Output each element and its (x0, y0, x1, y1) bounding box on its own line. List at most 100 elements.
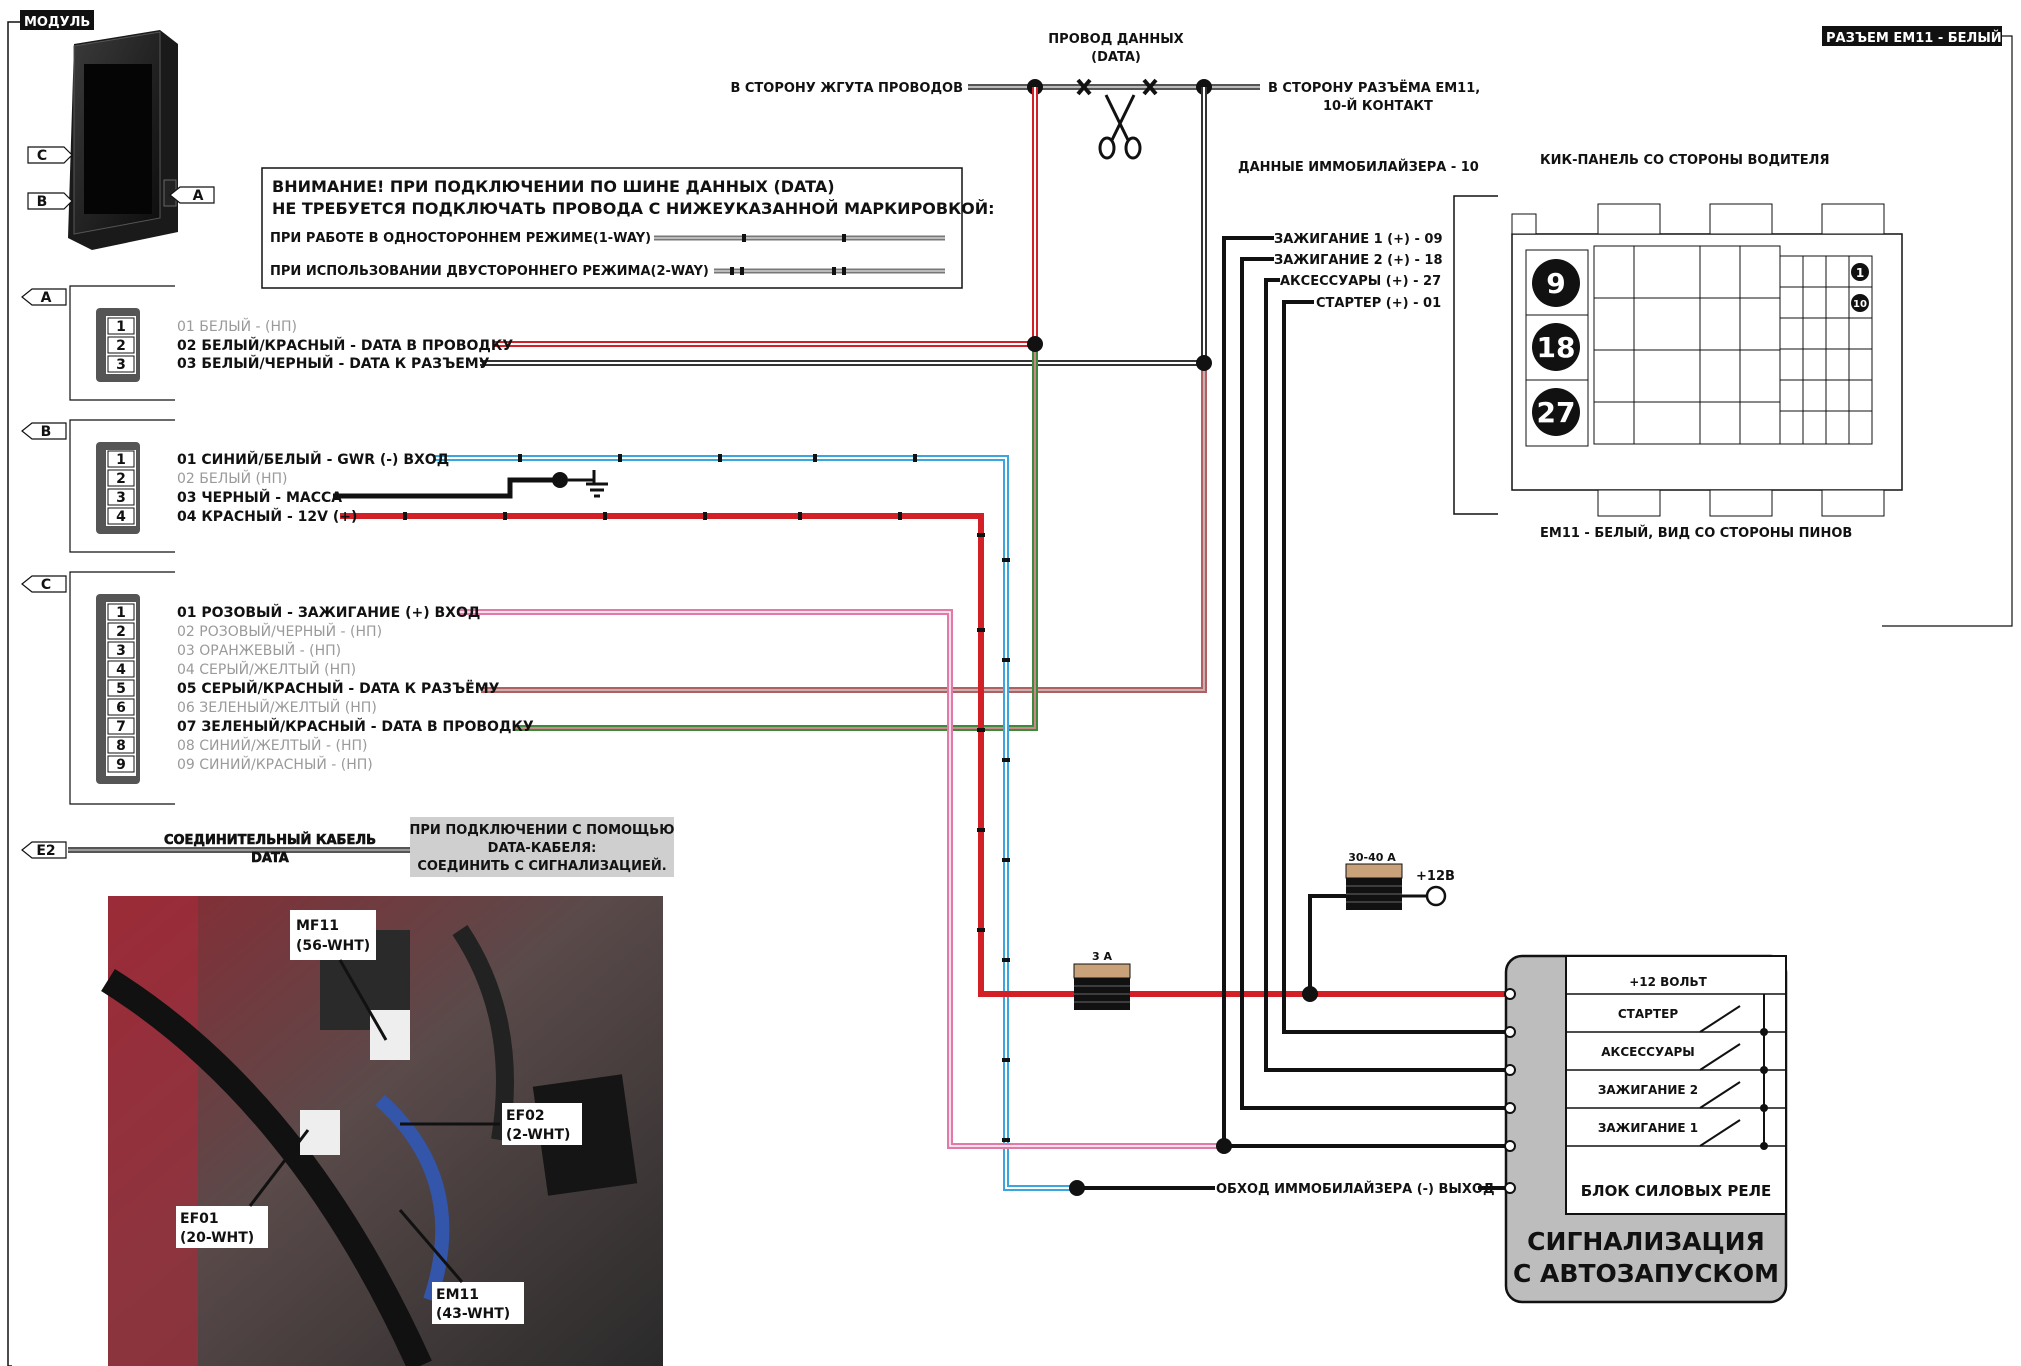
port-tag-b: B (37, 194, 48, 210)
relay-starter: СТАРТЕР (1618, 1007, 1678, 1021)
em11-pin-9: 9 (1546, 267, 1565, 300)
em11-tag: РАЗЪЕМ EM11 - БЕЛЫЙ (1826, 30, 2002, 46)
e2-cable-label-2: DATA (251, 851, 289, 866)
em11-wire-starter: СТАРТЕР (+) - 01 (1316, 296, 1441, 311)
immo-data-label: ДАННЫЕ ИММОБИЛАЙЗЕРА - 10 (1238, 159, 1479, 175)
connector-c-tag: C (41, 577, 51, 593)
photo-label-em11: EM11 (436, 1287, 479, 1303)
wire-c-02: 02 РОЗОВЫЙ/ЧЕРНЫЙ - (НП) (177, 622, 382, 640)
em11-wire-ign2: ЗАЖИГАНИЕ 2 (+) - 18 (1274, 253, 1443, 268)
wire-c-06: 06 ЗЕЛЕНЫЙ/ЖЕЛТЫЙ (НП) (177, 698, 377, 716)
pin-a-3: 3 (116, 357, 126, 373)
wire-b-04: 04 КРАСНЫЙ - 12V (+) (177, 508, 357, 525)
photo-label-em11-sub: (43-WHT) (436, 1306, 510, 1322)
relay-ign1: ЗАЖИГАНИЕ 1 (1598, 1121, 1698, 1135)
em11-pin-10: 10 (1853, 299, 1867, 310)
em11-pin-1: 1 (1856, 266, 1864, 280)
wire-b-02: 02 БЕЛЫЙ (НП) (177, 469, 288, 487)
photo-label-ef02: EF02 (506, 1108, 545, 1124)
warning-line-2: НЕ ТРЕБУЕТСЯ ПОДКЛЮЧАТЬ ПРОВОДА С НИЖЕУК… (272, 199, 995, 218)
pin-c-9: 9 (116, 757, 126, 773)
bypass-label: ОБХОД ИММОБИЛАЙЗЕРА (-) ВЫХОД (1216, 1181, 1495, 1197)
scissors-icon (1098, 94, 1142, 160)
data-wire-right-label-1: В СТОРОНУ РАЗЪЁМА EM11, (1268, 80, 1480, 96)
ground-icon (568, 470, 608, 498)
e2-section: E2 СОЕДИНИТЕЛЬНЫЙ КАБЕЛЬ DATA ПРИ ПОДКЛЮ… (21, 817, 675, 877)
fuse-30-40a: 30-40 А +12В (1345, 851, 1455, 910)
photo-label-mf11: MF11 (296, 918, 339, 934)
relay-plus12: +12 ВОЛЬТ (1629, 975, 1707, 989)
data-wire-title-2: (DATA) (1091, 50, 1141, 65)
pin-b-1: 1 (116, 452, 126, 468)
pin-a-1: 1 (116, 319, 126, 335)
alarm-unit: +12 ВОЛЬТ СТАРТЕР АКСЕССУАРЫ ЗАЖИГАНИЕ 2… (1504, 954, 1788, 1304)
wire-c-01: 01 РОЗОВЫЙ - ЗАЖИГАНИЕ (+) ВХОД (177, 604, 480, 621)
wire-b-03: 03 ЧЕРНЫЙ - МАССА (177, 489, 342, 506)
module-frame: МОДУЛЬ (7, 10, 94, 1366)
alarm-title-2: С АВТОЗАПУСКОМ (1513, 1259, 1779, 1288)
em11-wire-ign1: ЗАЖИГАНИЕ 1 (+) - 09 (1274, 232, 1443, 247)
port-tag-a: A (193, 188, 204, 204)
wire-b-01: 01 СИНИЙ/БЕЛЫЙ - GWR (-) ВХОД (177, 451, 449, 468)
connector-c-pins: 1 2 3 4 5 6 7 8 9 01 РОЗОВЫЙ - ЗАЖИГАНИЕ… (107, 603, 534, 773)
em11-pin-27: 27 (1537, 396, 1576, 429)
pin-b-4: 4 (116, 509, 126, 525)
connector-a: A (21, 285, 175, 401)
connector-b: B (21, 419, 175, 553)
wire-c-04: 04 СЕРЫЙ/ЖЕЛТЫЙ (НП) (177, 660, 356, 678)
photo-label-ef01-sub: (20-WHT) (180, 1230, 254, 1246)
oneway-label: ПРИ РАБОТЕ В ОДНОСТОРОННЕМ РЕЖИМЕ(1-WAY) (270, 231, 651, 246)
kick-panel-photo: MF11 (56-WHT) EF02 (2-WHT) EF01 (20-WHT)… (101, 896, 663, 1366)
pin-c-7: 7 (116, 719, 126, 735)
connector-a-pins: 1 2 3 01 БЕЛЫЙ - (НП) 02 БЕЛЫЙ/КРАСНЫЙ -… (107, 317, 513, 373)
pin-c-1: 1 (116, 605, 126, 621)
data-wire-right-label-2: 10-Й КОНТАКТ (1323, 98, 1433, 114)
twoway-label: ПРИ ИСПОЛЬЗОВАНИИ ДВУСТОРОННЕГО РЕЖИМА(2… (270, 264, 709, 279)
module-port-tags: C B A (27, 146, 215, 210)
wire-c-07: 07 ЗЕЛЕНЫЙ/КРАСНЫЙ - DATA В ПРОВОДКУ (177, 718, 534, 735)
e2-note-2: DATA-КАБЕЛЯ: (488, 841, 597, 856)
relay-accessories: АКСЕССУАРЫ (1601, 1045, 1694, 1059)
warning-box: ВНИМАНИЕ! ПРИ ПОДКЛЮЧЕНИИ ПО ШИНЕ ДАННЫХ… (261, 167, 995, 289)
module-device (68, 30, 178, 250)
pin-c-8: 8 (116, 738, 126, 754)
warning-line-1: ВНИМАНИЕ! ПРИ ПОДКЛЮЧЕНИИ ПО ШИНЕ ДАННЫХ… (272, 177, 835, 196)
pin-c-3: 3 (116, 643, 126, 659)
e2-tag: E2 (36, 843, 55, 859)
fuse-30-40a-label: 30-40 А (1348, 851, 1396, 864)
connector-b-tag: B (41, 424, 52, 440)
em11-caption: EM11 - БЕЛЫЙ, ВИД СО СТОРОНЫ ПИНОВ (1540, 525, 1852, 541)
wire-ticks (403, 454, 1010, 1142)
data-wire-top: ПРОВОД ДАННЫХ (DATA) В СТОРОНУ ЖГУТА ПРО… (730, 32, 1480, 160)
e2-note-3: СОЕДИНИТЬ С СИГНАЛИЗАЦИЕЙ. (417, 858, 666, 874)
connector-a-tag: A (41, 290, 52, 306)
alarm-title-1: СИГНАЛИЗАЦИЯ (1527, 1227, 1765, 1256)
pin-c-5: 5 (116, 681, 126, 697)
wire-a-03: 03 БЕЛЫЙ/ЧЕРНЫЙ - DATA К РАЗЪЕМУ (177, 355, 490, 372)
relay-ign2: ЗАЖИГАНИЕ 2 (1598, 1083, 1698, 1097)
photo-label-ef01: EF01 (180, 1211, 219, 1227)
plus12-label: +12В (1416, 869, 1455, 884)
photo-label-ef02-sub: (2-WHT) (506, 1127, 570, 1143)
wire-c-09: 09 СИНИЙ/КРАСНЫЙ - (НП) (177, 755, 373, 773)
em11-wire-labels: ЗАЖИГАНИЕ 1 (+) - 09 ЗАЖИГАНИЕ 2 (+) - 1… (1274, 232, 1443, 311)
port-tag-c: C (37, 148, 47, 164)
pin-c-2: 2 (116, 624, 126, 640)
module-tag: МОДУЛЬ (24, 15, 90, 30)
pin-b-2: 2 (116, 471, 126, 487)
kick-panel-label: КИК-ПАНЕЛЬ СО СТОРОНЫ ВОДИТЕЛЯ (1540, 153, 1829, 168)
data-wire-left-label: В СТОРОНУ ЖГУТА ПРОВОДОВ (730, 81, 963, 96)
connector-b-pins: 1 2 3 4 01 СИНИЙ/БЕЛЫЙ - GWR (-) ВХОД 02… (107, 450, 449, 525)
e2-note-1: ПРИ ПОДКЛЮЧЕНИИ С ПОМОЩЬЮ (410, 823, 675, 838)
wire-a-01: 01 БЕЛЫЙ - (НП) (177, 317, 297, 335)
pin-c-6: 6 (116, 700, 126, 716)
pin-b-3: 3 (116, 490, 126, 506)
wire-c-05: 05 СЕРЫЙ/КРАСНЫЙ - DATA К РАЗЪЁМУ (177, 680, 500, 697)
connector-c: C (21, 571, 175, 805)
em11-connector: 9 18 27 1 10 (1511, 203, 1903, 517)
em11-pin-18: 18 (1537, 331, 1576, 364)
e2-cable-label-1: СОЕДИНИТЕЛЬНЫЙ КАБЕЛЬ (164, 832, 376, 848)
data-wire-title-1: ПРОВОД ДАННЫХ (1048, 32, 1183, 47)
photo-label-mf11-sub: (56-WHT) (296, 938, 370, 954)
